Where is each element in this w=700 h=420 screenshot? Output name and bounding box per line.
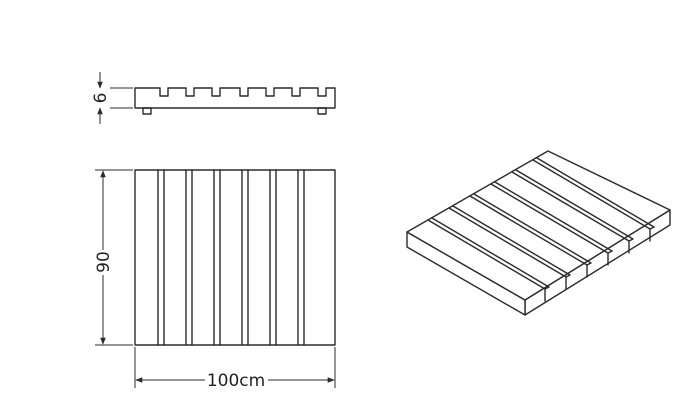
side-view: 6	[91, 72, 336, 124]
iso-top-face	[406, 150, 671, 301]
side-foot-left	[142, 107, 152, 115]
top-view: 90 100cm	[94, 169, 336, 391]
height-label: 6	[91, 93, 111, 104]
depth-dimension: 90	[94, 169, 133, 346]
top-slats	[157, 169, 305, 346]
height-dimension: 6	[91, 72, 133, 124]
side-foot-right	[317, 107, 327, 115]
width-label: 100cm	[207, 371, 265, 391]
top-outline	[134, 169, 336, 346]
iso-edge-notches	[544, 228, 651, 302]
iso-grooves	[427, 157, 655, 290]
depth-label: 90	[94, 251, 114, 273]
isometric-view	[406, 150, 671, 316]
width-dimension: 100cm	[134, 347, 336, 391]
side-profile	[134, 87, 336, 109]
